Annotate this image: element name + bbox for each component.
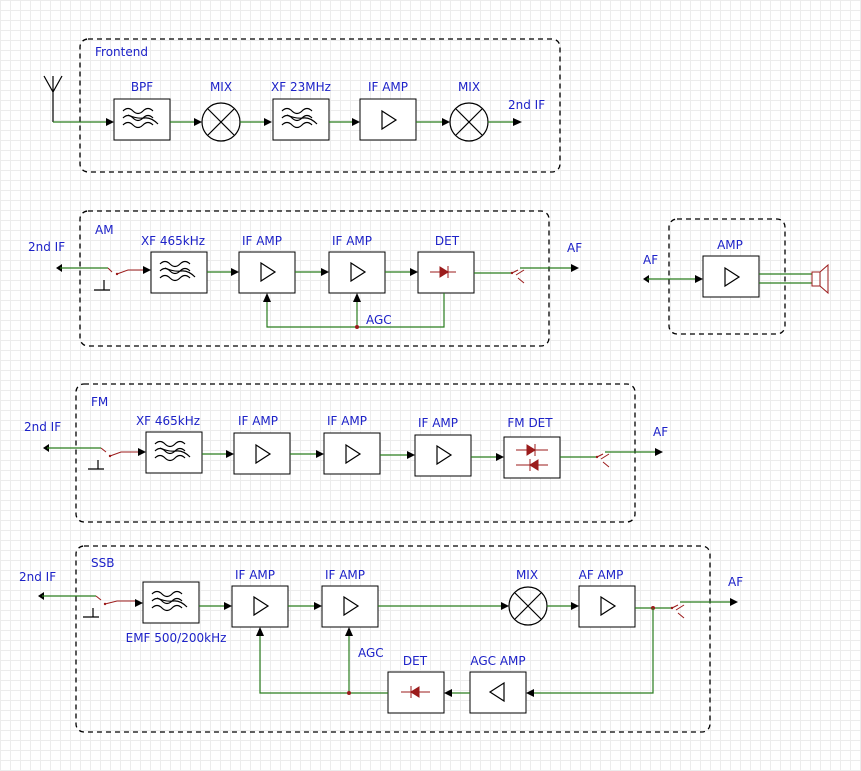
am-agc-label: AGC [366,313,392,327]
frontend-if-amp-block [359,98,417,141]
frontend-bpf-label: BPF [131,80,153,94]
am-output-switch [510,269,525,284]
ssb-det-block [387,671,445,714]
frontend-mixer-1 [201,102,241,142]
fm-if-amp-1-block [233,432,291,475]
am-if-amp-1-block [238,251,296,294]
amp-input-label: AF [643,253,658,267]
ssb-mixer [508,586,548,626]
fm-det-block [503,436,561,479]
fm-det-label: FM DET [507,416,553,430]
fm-if-amp-3-label: IF AMP [418,416,458,430]
fm-title: FM [91,395,108,409]
dual-diode-icon [516,444,548,471]
ssb-title: SSB [91,556,114,570]
frontend-xf-block [272,98,330,141]
ssb-output-switch [670,604,685,619]
ssb-det-label: DET [403,654,428,668]
am-if-amp-2-label: IF AMP [332,234,372,248]
frontend-mix-2-label: MIX [458,80,480,94]
fm-output-switch [595,453,610,468]
ssb-input-label: 2nd IF [19,570,56,584]
frontend-mix-1-label: MIX [210,80,232,94]
am-xf-block [150,251,208,294]
am-group: AM 2nd IF XF 465kHz IF AMP IF AMP [28,210,582,347]
ssb-agc-label: AGC [358,646,384,660]
ssb-emf-label: EMF 500/200kHz [126,631,227,645]
am-if-amp-1-label: IF AMP [242,234,282,248]
frontend-group: Frontend BPF MIX XF 23MHz IF AMP [43,38,561,173]
fm-group: FM 2nd IF XF 465kHz IF AMP IF AMP [24,383,668,523]
diode-icon [430,266,456,278]
frontend-xf-label: XF 23MHz [271,80,331,94]
am-input-switch [94,267,144,291]
amp-group: AF AMP [643,218,829,335]
ssb-input-switch [83,595,135,618]
am-title: AM [95,223,114,237]
fm-xf-label: XF 465kHz [136,414,200,428]
ssb-if-amp-2-block [321,585,379,628]
ssb-if-amp-1-block [231,585,289,628]
ssb-af-amp-block [578,585,636,628]
amp-block [702,255,760,298]
speaker-icon [811,263,829,295]
ssb-group: SSB 2nd IF EMF 500/200kHz IF AMP IF AMP [19,545,743,733]
am-xf-label: XF 465kHz [141,234,205,248]
amp-label: AMP [717,238,743,252]
ssb-mix-label: MIX [516,568,538,582]
ssb-if-amp-2-label: IF AMP [325,568,365,582]
am-det-block [417,251,475,294]
ssb-af-amp-label: AF AMP [579,568,624,582]
fm-xf-block [145,431,203,474]
am-input-label: 2nd IF [28,240,65,254]
am-if-amp-2-block [328,251,386,294]
frontend-if-amp-label: IF AMP [368,80,408,94]
fm-if-amp-2-label: IF AMP [327,414,367,428]
fm-output-label: AF [653,425,668,439]
ssb-output-label: AF [728,575,743,589]
fm-if-amp-3-block [414,434,472,477]
ssb-agc-amp-label: AGC AMP [470,654,525,668]
frontend-output-label: 2nd IF [508,98,545,112]
ssb-agc-amp-block [469,671,527,714]
frontend-mixer-2 [449,102,489,142]
antenna-icon [43,75,63,122]
fm-if-amp-1-label: IF AMP [238,414,278,428]
fm-if-amp-2-block [323,432,381,475]
fm-input-switch [88,447,138,470]
ssb-if-amp-1-label: IF AMP [235,568,275,582]
frontend-bpf-block [113,98,171,141]
ssb-emf-block [142,581,200,624]
diode-icon [401,686,430,698]
frontend-title: Frontend [95,45,148,59]
am-det-label: DET [435,234,460,248]
fm-input-label: 2nd IF [24,420,61,434]
am-output-label: AF [567,241,582,255]
